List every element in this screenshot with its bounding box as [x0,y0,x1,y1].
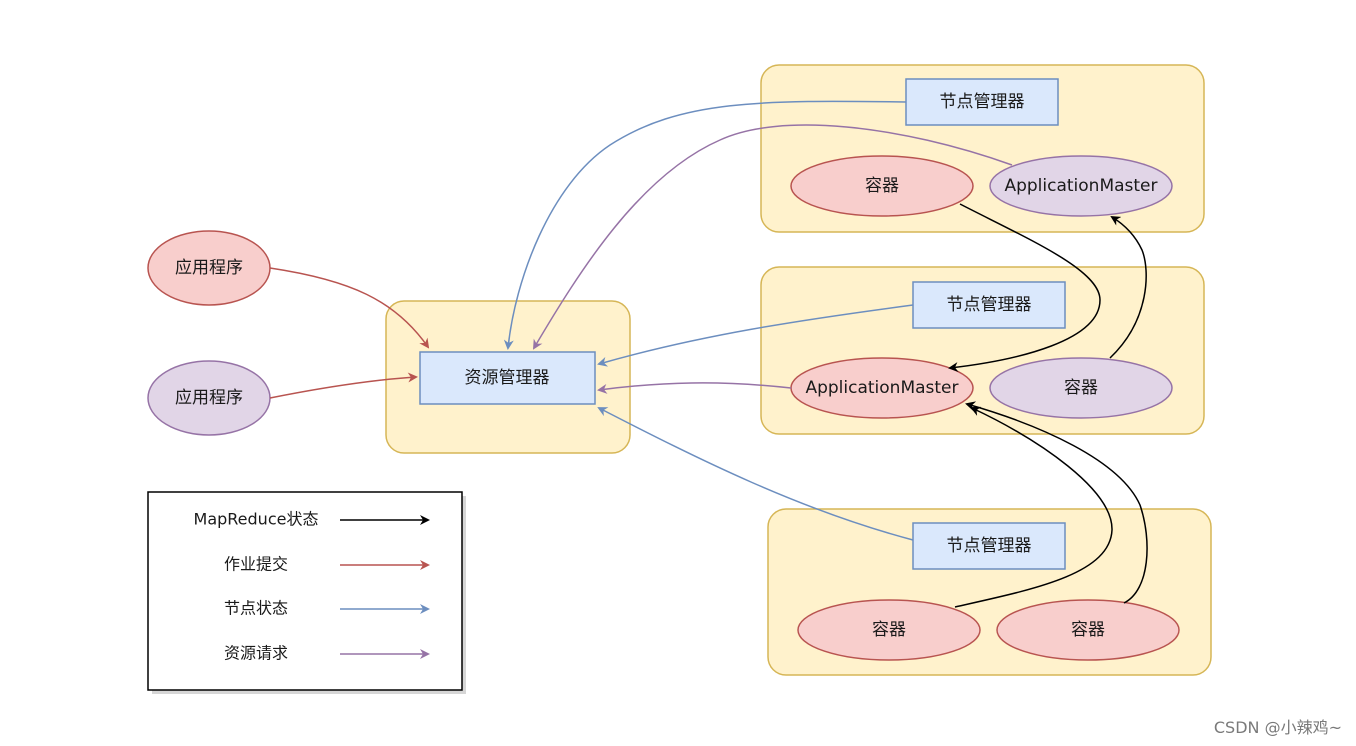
node1-container-label: 容器 [865,176,899,196]
node2-app-master-label: ApplicationMaster [805,378,958,398]
legend-label-job-submission: 作业提交 [224,555,288,574]
legend-box [147,491,463,691]
node1-container [790,155,974,217]
arrow-nm1-to-rm [503,100,907,350]
legend: MapReduce状态 作业提交 节点状态 资源请求 [147,491,466,694]
arrow-node2-container-to-am1 [1109,215,1147,359]
node-manager-2-label: 节点管理器 [947,295,1032,315]
node3-container-a-label: 容器 [872,620,906,640]
legend-label-mapreduce: MapReduce状态 [194,510,319,529]
application-1-label: 应用程序 [175,258,243,278]
node2-container [989,357,1173,419]
arrow-nm2-to-rm [597,304,914,367]
arrow-nm3-to-rm [597,407,914,541]
resource-manager-box [419,351,596,405]
node-manager-1-label: 节点管理器 [940,92,1025,112]
resource-manager-label: 资源管理器 [465,368,550,388]
legend-label-resource-request: 资源请求 [224,644,288,663]
node3-container-b-label: 容器 [1071,620,1105,640]
node-manager-3-label: 节点管理器 [947,536,1032,556]
node-manager-3 [912,522,1066,570]
arrow-app2-to-rm [269,372,418,399]
node3-container-b [996,599,1180,661]
node1-app-master [989,155,1173,217]
node1-app-master-label: ApplicationMaster [1004,176,1157,196]
node-manager-1 [905,78,1059,126]
arrow-node1-container-to-am2 [948,203,1101,373]
arrow-app1-to-rm [269,267,430,349]
arrow-am1-to-rm [532,124,1013,350]
watermark: CSDN @小辣鸡~ [1213,718,1342,737]
application-2-label: 应用程序 [175,388,243,408]
node3-container-a [797,599,981,661]
node-manager-2 [912,281,1066,329]
legend-label-node-status: 节点状态 [224,599,288,618]
node2-container-label: 容器 [1064,378,1098,398]
arrow-node3-container-a-to-am2 [954,406,1113,608]
arrow-node3-container-b-to-am2 [965,401,1148,604]
arrow-am2-to-rm [597,382,792,394]
